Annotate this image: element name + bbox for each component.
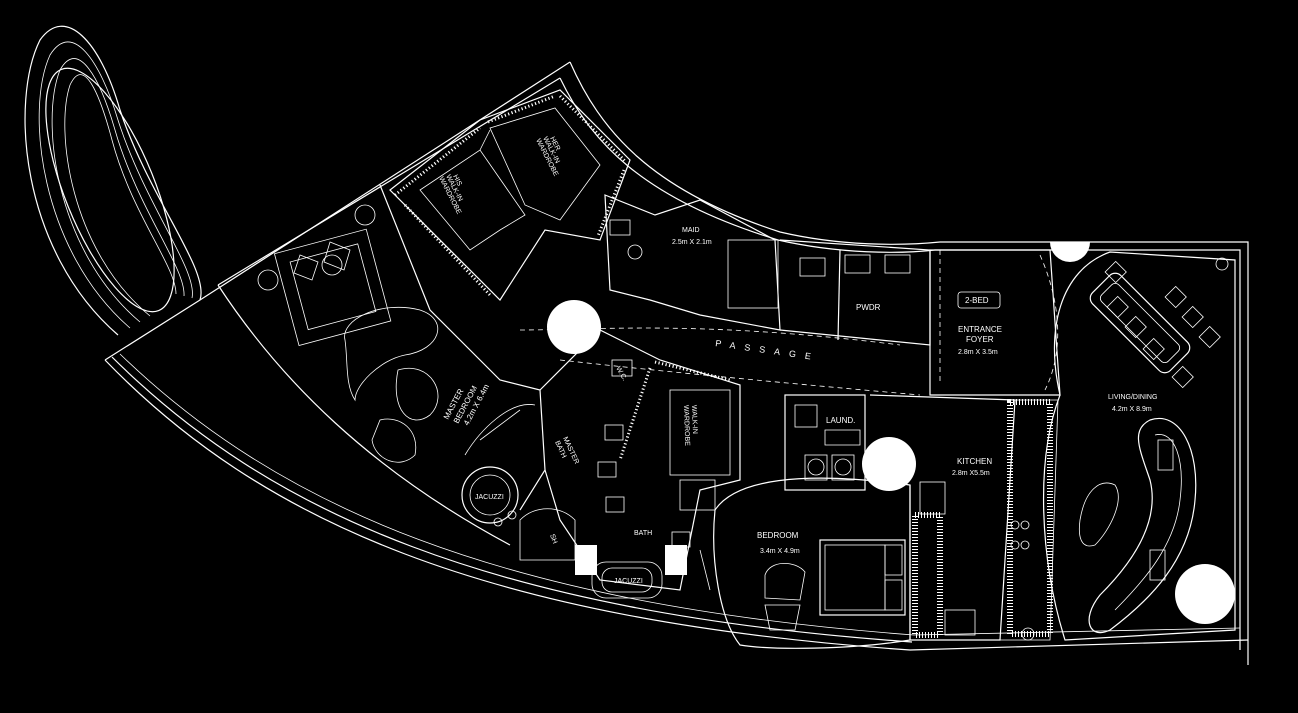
column-3 — [1175, 564, 1235, 624]
pool-terrace — [24, 25, 202, 336]
passage-line-lower — [559, 359, 921, 396]
bedroom-size: 3.4m X 4.9m — [760, 548, 800, 555]
kitchen-size: 2.8m X5.5m — [952, 470, 990, 477]
column-4 — [1050, 242, 1090, 262]
entrance-label: ENTRANCE — [958, 325, 1002, 334]
jacuzzi-bath-label: JACUZZI — [614, 578, 643, 585]
column-2 — [862, 437, 916, 491]
living-size: 4.2m X 8.9m — [1112, 406, 1152, 413]
bedroom-zone — [699, 477, 911, 649]
maid-size: 2.5m X 2.1m — [672, 239, 712, 246]
sh-label: SH — [548, 533, 558, 545]
living-dining-zone — [1021, 251, 1236, 641]
passage-line-upper — [519, 327, 901, 346]
kitchen-zone — [869, 394, 1059, 641]
kitchen-label: KITCHEN — [957, 457, 992, 466]
bath-label: BATH — [634, 530, 652, 537]
bath-zone — [519, 329, 741, 599]
wc-label: W.C. — [614, 366, 628, 383]
wardrobe-zone — [389, 89, 631, 301]
bedroom-label: BEDROOM — [757, 531, 799, 540]
pwdr-label: PWDR — [856, 303, 881, 312]
entrance-size: 2.8m X 3.5m — [958, 349, 998, 356]
laund-label: LAUND. — [826, 416, 855, 425]
his-wardrobe-label: HIS — [451, 174, 463, 188]
jacuzzi-master-label: JACUZZI — [475, 494, 504, 501]
column-1 — [547, 300, 601, 354]
walkin-wardrobe-label-2: WARDROBE — [682, 405, 690, 447]
laundry-zone — [784, 394, 866, 491]
living-label: LIVING/DINING — [1108, 394, 1157, 401]
maid-label: MAID — [682, 227, 700, 234]
entrance-label-2: FOYER — [966, 335, 994, 344]
passage-label: PASSAGE — [715, 338, 821, 363]
bed-tag-label: 2-BED — [965, 296, 989, 305]
walkin-wardrobe-label: WALK-IN — [690, 405, 698, 434]
master-bedroom-zone — [217, 184, 546, 546]
